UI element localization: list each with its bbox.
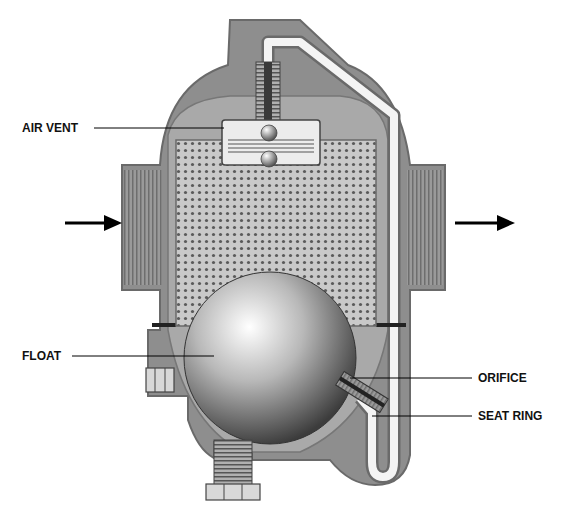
part-label: AIR VENT [20,121,80,135]
part-label: FLOAT [20,349,63,363]
part-label: ORIFICE [476,371,529,385]
part-label: SEAT RING [476,409,544,423]
